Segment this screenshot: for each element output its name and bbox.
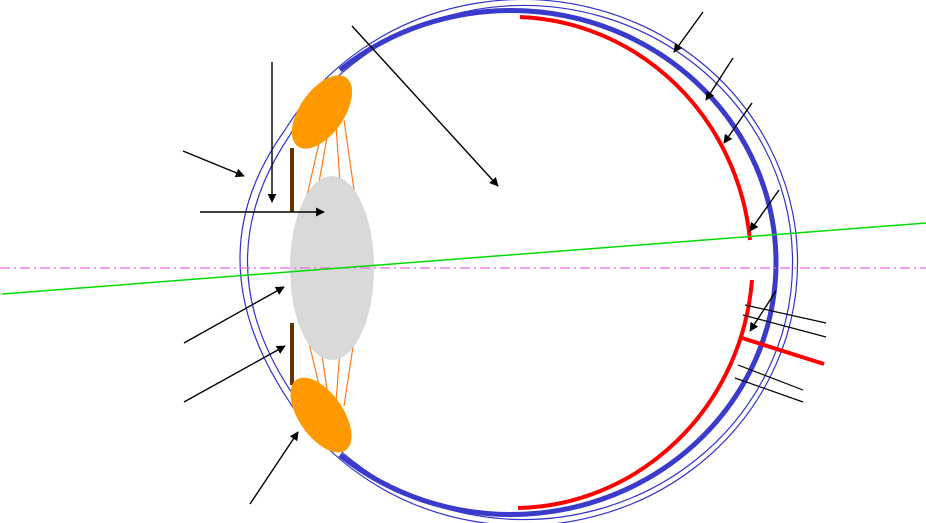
ciliary-body-lower	[290, 377, 352, 453]
optic-nerve-central-vessel	[741, 336, 825, 366]
ciliary-body-upper	[291, 75, 353, 149]
pointer-arrow-ciliary-body	[249, 431, 299, 505]
pointer-arrows	[182, 11, 780, 505]
retina-upper	[519, 15, 752, 241]
choroid-layer	[338, 8, 779, 517]
pointer-arrow-sclera	[673, 11, 704, 53]
optic-nerve-sheath-lower-a	[737, 364, 804, 391]
retina-lower	[517, 279, 754, 510]
pointer-arrow-fovea	[749, 189, 780, 232]
pointer-arrow-cornea	[182, 150, 245, 178]
optic-nerve-sheath-lower-b	[734, 377, 804, 403]
sclera-outline-inner	[289, 4, 794, 521]
pointer-arrow-pupil	[183, 345, 286, 403]
pointer-arrow-vitreous-body	[351, 25, 499, 187]
pointer-arrow-retina	[723, 102, 753, 144]
cornea-inner	[246, 134, 291, 391]
cornea-outer	[239, 129, 286, 396]
pointer-arrow-optic-disc	[749, 290, 777, 332]
pointer-arrow-choroid	[705, 57, 734, 101]
visual-axis	[1, 222, 926, 295]
sclera-outline-outer	[284, 0, 799, 523]
optic-nerve-sheath-upper-b	[742, 314, 827, 338]
optic-nerve-sheath-upper-a	[744, 304, 827, 324]
pointer-arrow-anterior-chamber	[183, 286, 285, 344]
